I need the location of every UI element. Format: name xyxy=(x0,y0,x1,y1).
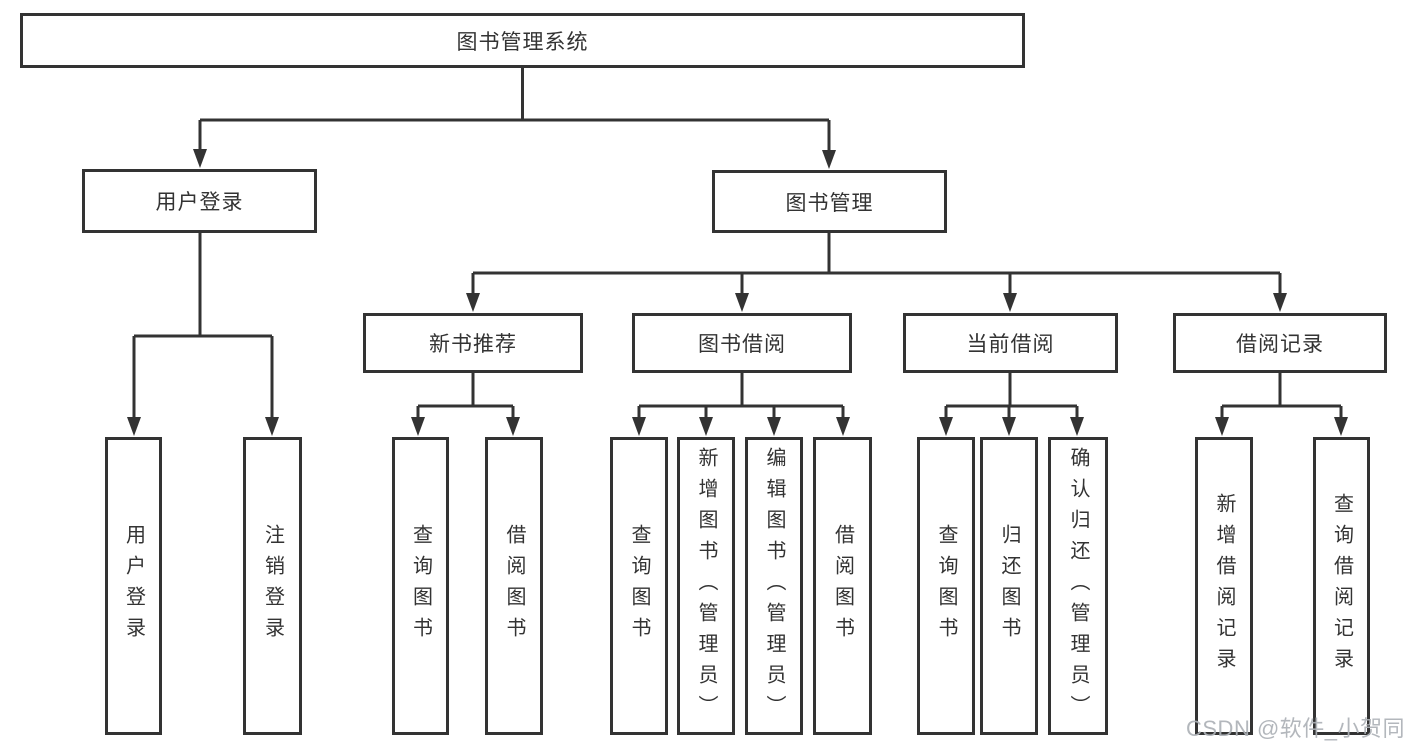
connector-records-group xyxy=(1220,373,1343,420)
node-user-login-branch-label: 用户登录 xyxy=(155,191,244,214)
node-logout-label: 注销登录 xyxy=(261,524,284,648)
node-logout: 注销登录 xyxy=(243,437,302,735)
arrowheads-login-branch xyxy=(127,417,279,436)
connector-management-branch xyxy=(471,233,1282,296)
connector-recommend-group xyxy=(416,373,515,420)
connector-root-to-level2 xyxy=(198,68,831,152)
node-new-book-recommend-label: 新书推荐 xyxy=(429,333,517,356)
node-book-management-branch: 图书管理 xyxy=(712,170,947,233)
node-borrowing-records: 借阅记录 xyxy=(1173,313,1387,373)
node-recommend-query-books: 查询图书 xyxy=(392,437,449,735)
node-records-query-borrow-record: 查询借阅记录 xyxy=(1313,437,1370,735)
node-borrow-edit-books-admin: 编辑图书（管理员） xyxy=(745,437,803,735)
node-current-return-books: 归还图书 xyxy=(980,437,1038,735)
arrowheads-leaves xyxy=(411,417,1348,436)
node-root-label: 图书管理系统 xyxy=(456,30,589,54)
node-recommend-query-books-label: 查询图书 xyxy=(409,524,432,648)
node-borrow-query-books-label: 查询图书 xyxy=(628,524,650,648)
node-user-login-leaf: 用户登录 xyxy=(105,437,162,735)
node-recommend-borrow-books-label: 借阅图书 xyxy=(503,524,525,648)
node-current-query-books: 查询图书 xyxy=(917,437,975,735)
node-current-borrowing: 当前借阅 xyxy=(903,313,1118,373)
node-records-add-borrow-record-label: 新增借阅记录 xyxy=(1213,493,1235,679)
node-current-return-books-label: 归还图书 xyxy=(998,524,1020,648)
node-borrowing-records-label: 借阅记录 xyxy=(1236,333,1324,356)
node-current-borrowing-label: 当前借阅 xyxy=(966,333,1055,356)
node-new-book-recommend: 新书推荐 xyxy=(363,313,583,373)
connector-current-group xyxy=(944,373,1079,420)
node-book-management-branch-label: 图书管理 xyxy=(785,191,874,215)
node-borrow-query-books: 查询图书 xyxy=(610,437,668,735)
node-borrow-add-books-admin-label: 新增图书（管理员） xyxy=(695,446,717,726)
node-current-confirm-return-admin: 确认归还（管理员） xyxy=(1048,437,1108,735)
arrowheads-level2 xyxy=(193,149,836,169)
node-records-add-borrow-record: 新增借阅记录 xyxy=(1195,437,1253,735)
node-borrow-edit-books-admin-label: 编辑图书（管理员） xyxy=(763,446,785,726)
node-borrow-borrow-books-label: 借阅图书 xyxy=(831,524,854,648)
node-book-borrowing-label: 图书借阅 xyxy=(698,333,786,356)
node-current-confirm-return-admin-label: 确认归还（管理员） xyxy=(1067,446,1089,726)
node-borrow-add-books-admin: 新增图书（管理员） xyxy=(677,437,735,735)
csdn-watermark: CSDN @软件_小贺同学 xyxy=(1186,716,1405,741)
node-current-query-books-label: 查询图书 xyxy=(935,524,957,648)
node-records-query-borrow-record-label: 查询借阅记录 xyxy=(1330,493,1353,679)
node-user-login-branch: 用户登录 xyxy=(82,169,317,233)
node-root-library-system: 图书管理系统 xyxy=(20,13,1025,68)
connector-login-branch xyxy=(132,233,274,420)
node-borrow-borrow-books: 借阅图书 xyxy=(813,437,872,735)
connector-borrow-group xyxy=(637,373,845,420)
node-book-borrowing: 图书借阅 xyxy=(632,313,852,373)
node-recommend-borrow-books: 借阅图书 xyxy=(485,437,543,735)
arrowheads-level3 xyxy=(466,293,1287,312)
node-user-login-leaf-label: 用户登录 xyxy=(122,524,145,648)
